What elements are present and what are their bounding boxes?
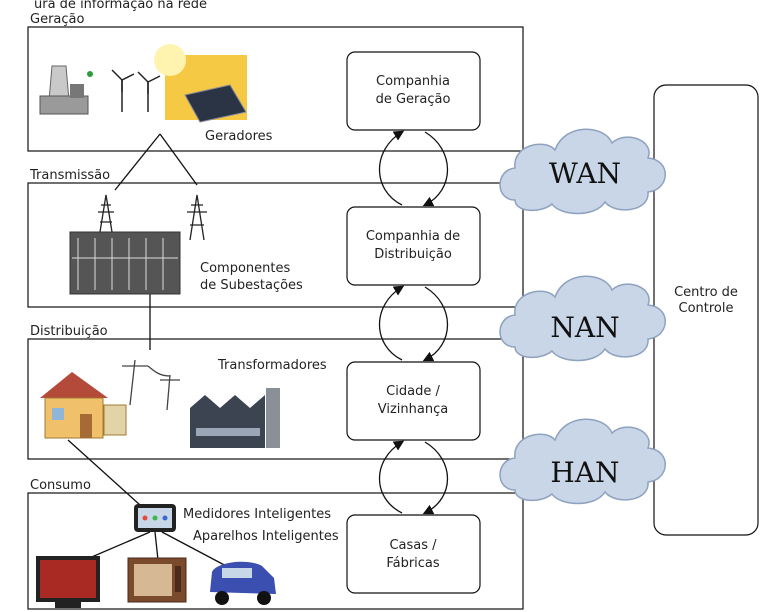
loop-arrow-3b (379, 440, 405, 514)
loop-arrows (379, 130, 448, 515)
control-center-box: Centro de Controle (653, 84, 759, 536)
entity-generation-company: Companhia de Geração (346, 51, 481, 131)
substation-icon (69, 231, 181, 295)
power-plant-icon (39, 65, 93, 115)
control-center-line1: Centro de (674, 285, 738, 300)
section-title-distribution: Distribuição (30, 324, 108, 339)
wan-label: WAN (549, 157, 621, 190)
panel-transmission: Transmissão (27, 168, 524, 308)
loop-arrow-1b (379, 130, 405, 206)
entity-homes: Casas / Fábricas (346, 514, 481, 594)
entity-city: Cidade / Vizinhança (346, 361, 481, 441)
house-icon (40, 372, 127, 439)
smart-meters-label: Medidores Inteligentes (183, 507, 331, 522)
factory-icon (190, 388, 280, 448)
loop-arrow-3a (422, 441, 448, 515)
homes-line1: Casas / (389, 538, 437, 553)
panel-distribution: Distribuição (27, 324, 524, 460)
cloud-wan: WAN (499, 128, 666, 215)
cloud-han: HAN (499, 418, 666, 505)
section-title-transmission: Transmissão (29, 168, 110, 183)
generators-label: Geradores (205, 129, 273, 144)
city-line2: Vizinhança (378, 402, 448, 417)
dist-company-line2: Distribuição (374, 247, 452, 262)
wind-turbine-icon (111, 69, 161, 112)
nan-label: NAN (550, 311, 619, 344)
component-links (67, 133, 198, 506)
substation-label-line1: Componentes (200, 261, 290, 276)
tv-icon (36, 556, 100, 608)
section-title-generation: Geração (30, 12, 84, 27)
loop-arrow-1a (422, 131, 448, 207)
smart-meter-icon (134, 504, 176, 532)
panel-generation: Geração (27, 12, 524, 152)
transformers-label: Transformadores (217, 358, 327, 373)
cloud-nan: NAN (499, 275, 666, 362)
utility-pole-icon (122, 359, 180, 411)
control-center-line2: Controle (679, 301, 734, 316)
solar-panel-icon (154, 44, 247, 123)
transmission-tower-icon (98, 194, 207, 241)
microwave-icon (127, 557, 187, 603)
panel-consumption: Consumo (27, 478, 524, 610)
gen-company-line2: de Geração (376, 92, 451, 107)
car-icon (210, 561, 276, 605)
city-line1: Cidade / (386, 384, 440, 399)
smart-appliances-label: Aparelhos Inteligentes (193, 529, 339, 544)
han-label: HAN (550, 456, 619, 489)
entity-distribution-company: Companhia de Distribuição (346, 206, 481, 286)
loop-arrow-2a (422, 286, 448, 362)
gen-company-line1: Companhia (376, 74, 450, 89)
loop-arrow-2b (379, 285, 405, 361)
top-caption: ura de informação na rede (34, 0, 207, 12)
dist-company-line1: Companhia de (366, 229, 460, 244)
homes-line2: Fábricas (386, 556, 440, 571)
section-title-consumption: Consumo (30, 478, 91, 493)
substation-label-line2: de Subestações (200, 278, 303, 293)
